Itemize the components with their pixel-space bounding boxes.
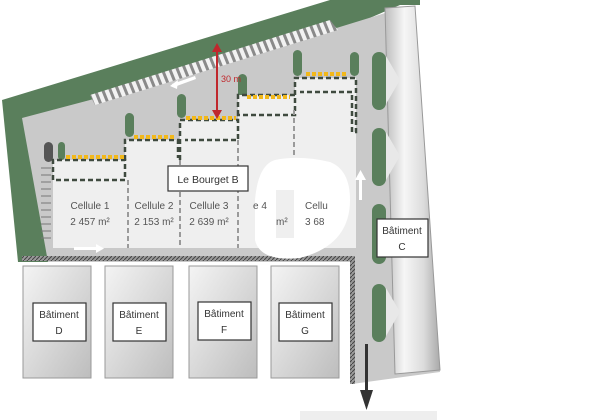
building-e: Bâtiment E [104, 265, 174, 379]
parking-left [41, 167, 51, 239]
dimension-label: 30 m [221, 74, 241, 84]
loading-docks [66, 72, 348, 159]
svg-text:Bâtiment: Bâtiment [204, 309, 244, 320]
planters-top [44, 50, 359, 162]
bottom-strip [300, 411, 437, 420]
svg-text:m²: m² [276, 217, 288, 228]
cell-labels-partial: e 4 m² Cellu 3 68 [253, 201, 328, 228]
svg-text:G: G [301, 326, 309, 337]
svg-text:D: D [55, 326, 62, 337]
hatched-wall-vertical [350, 256, 355, 384]
hatched-wall [22, 256, 352, 261]
dimension-arrow [212, 43, 222, 119]
svg-text:e 4: e 4 [253, 201, 267, 212]
parking-stripe [90, 20, 338, 105]
cell-3-area: 2 639 m² [189, 217, 229, 228]
arrow-left-icon [170, 76, 196, 89]
svg-text:F: F [221, 325, 227, 336]
svg-text:Cellu: Cellu [305, 201, 328, 212]
svg-text:Bâtiment: Bâtiment [119, 310, 159, 321]
building-c-label-box [376, 218, 429, 258]
building-d: Bâtiment D [22, 265, 92, 379]
svg-text:3 68: 3 68 [305, 217, 325, 228]
svg-text:Bâtiment: Bâtiment [39, 310, 79, 321]
svg-text:Bâtiment: Bâtiment [285, 310, 325, 321]
cell-1-area: 2 457 m² [70, 217, 110, 228]
arrow-down-icon [360, 344, 373, 410]
building-g: Bâtiment G [270, 265, 340, 379]
arrow-up-icon [355, 170, 366, 200]
overlay-notch [276, 190, 294, 238]
cell-2-name: Cellule 2 [135, 201, 174, 212]
cell-labels: Cellule 1 2 457 m² Cellule 2 2 153 m² Ce… [70, 201, 229, 228]
le-bourget-b-label: Le Bourget B [177, 174, 238, 186]
cell-1-name: Cellule 1 [71, 201, 110, 212]
building-c-line1: Bâtiment [382, 226, 422, 237]
svg-text:E: E [136, 326, 143, 337]
arrow-right-icon [74, 244, 104, 253]
dock-offices [51, 76, 358, 182]
le-bourget-b-label-box [167, 165, 249, 192]
cell-2-area: 2 153 m² [134, 217, 174, 228]
building-f: Bâtiment F [188, 265, 258, 379]
cell-3-name: Cellule 3 [190, 201, 229, 212]
building-c-line2: C [398, 242, 405, 253]
